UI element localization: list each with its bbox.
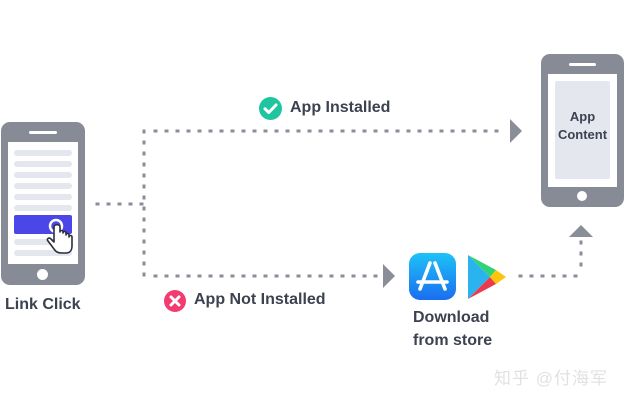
phone-speaker	[569, 63, 596, 66]
app-content-line2: Content	[557, 127, 608, 142]
arrow-right-icon	[510, 119, 522, 143]
download-label-line2: from store	[413, 332, 493, 349]
app-installed-label: App Installed	[290, 99, 391, 116]
hand-pointer-icon	[46, 218, 73, 254]
app-not-installed-label: App Not Installed	[194, 291, 326, 308]
app-store-icon[interactable]	[409, 253, 456, 300]
phone-speaker	[29, 131, 57, 134]
phone-screen: App Content	[548, 74, 617, 187]
home-button	[577, 191, 587, 201]
text-line	[14, 194, 72, 200]
check-circle-icon	[259, 97, 282, 120]
watermark: 知乎 @付海军	[494, 369, 608, 388]
link-click-label: Link Click	[5, 296, 81, 313]
text-line	[14, 183, 72, 189]
text-line	[14, 250, 72, 256]
text-line	[14, 161, 72, 167]
text-line	[14, 150, 72, 156]
download-label-line1: Download	[413, 309, 490, 326]
app-content-line1: App	[569, 109, 596, 124]
google-play-icon[interactable]	[466, 254, 508, 300]
home-button	[37, 269, 48, 280]
text-line	[14, 172, 72, 178]
x-circle-icon	[164, 290, 186, 312]
app-content-panel: App Content	[555, 81, 610, 179]
text-line	[14, 239, 72, 245]
arrow-right-icon	[383, 264, 395, 288]
target-phone: App Content	[541, 54, 624, 207]
text-line	[14, 205, 72, 211]
arrow-up-icon	[569, 225, 593, 237]
